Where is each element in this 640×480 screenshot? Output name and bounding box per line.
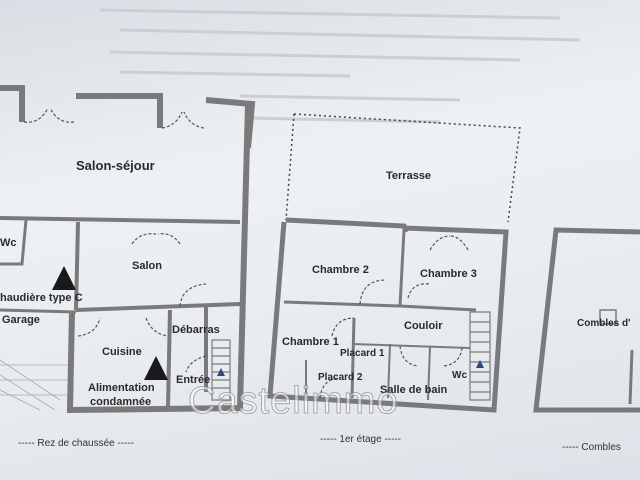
room-label-condamnee: condamnée: [90, 396, 152, 408]
ground-floor-plan: [0, 85, 256, 414]
room-label-salon: Salon: [132, 260, 162, 272]
room-label-couloir: Couloir: [404, 320, 443, 332]
room-label-entree: Entrée: [176, 374, 211, 386]
room-label-alimentation: Alimentation: [88, 382, 155, 394]
caption-combles: ----- Combles: [562, 442, 621, 453]
room-label-garage: Garage: [2, 314, 40, 326]
caption-rez-de-chaussee: ----- Rez de chaussée -----: [18, 438, 135, 449]
room-label-chambre1: Chambre 1: [282, 336, 339, 348]
room-label-terrasse: Terrasse: [386, 170, 432, 182]
room-label-wc: Wc: [0, 237, 17, 249]
background-text-lines: [99, 8, 581, 124]
room-label-salle-de-bain: Salle de bain: [380, 384, 448, 396]
room-label-salon-sejour: Salon-séjour: [76, 158, 155, 173]
room-label-cuisine: Cuisine: [102, 346, 142, 358]
room-label-chambre3: Chambre 3: [420, 268, 477, 280]
attic-plan: [533, 227, 640, 413]
room-label-placard2: Placard 2: [318, 372, 363, 383]
room-label-wc-1st: Wc: [452, 370, 467, 381]
stair-direction-arrow-icon: [476, 360, 484, 368]
watermark-logo: Castelimmo: [188, 380, 399, 423]
room-label-placard1: Placard 1: [340, 348, 385, 359]
room-label-combles: Combles d': [577, 318, 631, 329]
first-floor-plan: [267, 113, 521, 413]
room-label-debarras: Débarras: [172, 324, 220, 336]
stair-direction-arrow-icon: [217, 368, 225, 376]
room-label-chambre2: Chambre 2: [312, 264, 369, 276]
warning-triangle-icon: [144, 356, 168, 380]
warning-triangle-icon: [52, 266, 76, 290]
room-label-chaudiere: haudière type C: [0, 292, 83, 304]
caption-1er-etage: ----- 1er étage -----: [320, 434, 402, 445]
